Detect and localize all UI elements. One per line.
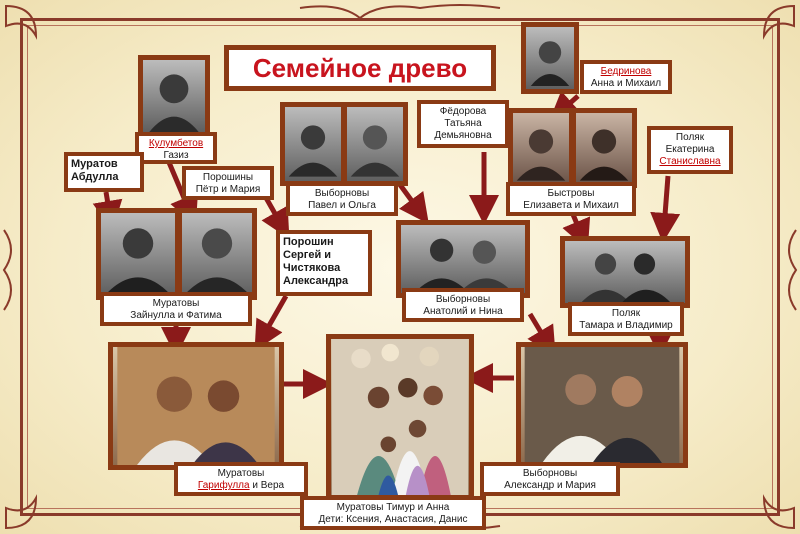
label-surname: Кулумбетов — [148, 138, 204, 149]
photo-polyak-tv — [560, 236, 690, 308]
label-bystrovy: Быстровы Елизавета и Михаил — [506, 182, 636, 216]
label-center-family: Муратовы Тимур и Анна Дети: Ксения, Анас… — [300, 496, 486, 530]
label-line: Выборновы — [522, 468, 578, 479]
label-line: Чистякова — [283, 262, 341, 274]
label-poroshiny: Порошины Пётр и Мария — [182, 166, 274, 200]
label-line: Выборновы — [314, 188, 370, 199]
label-vybornovy-an: Выборновы Анатолий и Нина — [402, 288, 524, 322]
label-muratovy-gv: Муратовы Гарифулла и Вера — [174, 462, 308, 496]
label-kulumbetov: Кулумбетов Газиз — [135, 132, 217, 164]
label-line: Абдулла — [71, 171, 119, 183]
photo-elizaveta — [508, 108, 574, 188]
photo-muratovy-gv — [108, 342, 284, 470]
label-name: Газиз — [163, 150, 189, 161]
label-line: Порошины — [202, 172, 254, 183]
photo-bedrinova — [521, 22, 579, 94]
photo-mikhail — [571, 108, 637, 188]
label-line: Тамара и Владимир — [579, 320, 673, 331]
label-line: Сергей и — [283, 249, 332, 261]
label-surname: Бедринова — [600, 66, 652, 77]
label-line: Муратов — [71, 158, 118, 170]
label-line: Порошин — [283, 236, 334, 248]
label-vybornovy-am: Выборновы Александр и Мария — [480, 462, 620, 496]
label-line: Демьяновна — [434, 130, 492, 141]
label-rest: и Вера — [249, 480, 285, 491]
photo-zainulla — [96, 208, 180, 300]
label-line: Выборновы — [435, 294, 491, 305]
label-line: Фёдорова — [439, 106, 487, 117]
label-muratov-abdulla: Муратов Абдулла — [64, 152, 144, 192]
label-names: Анна и Михаил — [590, 78, 662, 89]
label-line: Пётр и Мария — [195, 184, 261, 195]
photo-center-family — [326, 334, 474, 500]
label-line: Татьяна — [444, 118, 482, 129]
photo-pavel — [280, 102, 346, 186]
label-line: Павел и Ольга — [308, 200, 376, 211]
label-line: Александра — [283, 275, 349, 287]
label-line: Александр и Мария — [504, 480, 596, 491]
photo-olga — [342, 102, 408, 186]
label-line: Муратовы — [217, 468, 265, 479]
label-line: Быстровы — [547, 188, 595, 199]
label-line: Поляк — [611, 308, 641, 319]
label-line: Муратовы Тимур и Анна — [336, 502, 450, 513]
label-vybornovy-po: Выборновы Павел и Ольга — [286, 182, 398, 216]
label-line: Дети: Ксения, Анастасия, Данис — [318, 514, 468, 525]
photo-fatima — [177, 208, 257, 300]
label-surname: Гарифулла — [197, 480, 250, 491]
label-line: Поляк — [675, 132, 705, 143]
label-line: Екатерина — [665, 144, 715, 155]
label-line: Станиславна — [659, 156, 721, 167]
label-muratovy-zf: Муратовы Зайнулла и Фатима — [100, 292, 252, 326]
label-bedrinova: Бедринова Анна и Михаил — [580, 60, 672, 94]
label-line: Анатолий и Нина — [423, 306, 503, 317]
page-title: Семейное древо — [224, 45, 496, 91]
label-line: Зайнулла и Фатима — [130, 310, 222, 321]
photo-vybornovy-am — [516, 342, 688, 468]
label-polyak-ekaterina: Поляк Екатерина Станиславна — [647, 126, 733, 174]
photo-vybornovy-an — [396, 220, 530, 298]
label-poroshin-sergey: Порошин Сергей и Чистякова Александра — [276, 230, 372, 296]
label-line: Елизавета и Михаил — [523, 200, 619, 211]
label-line: Гарифулла и Вера — [181, 480, 301, 492]
label-fedorova: Фёдорова Татьяна Демьяновна — [417, 100, 509, 148]
photo-kulumbetov — [138, 55, 210, 137]
label-line: Муратовы — [152, 298, 200, 309]
label-polyak-tv: Поляк Тамара и Владимир — [568, 302, 684, 336]
